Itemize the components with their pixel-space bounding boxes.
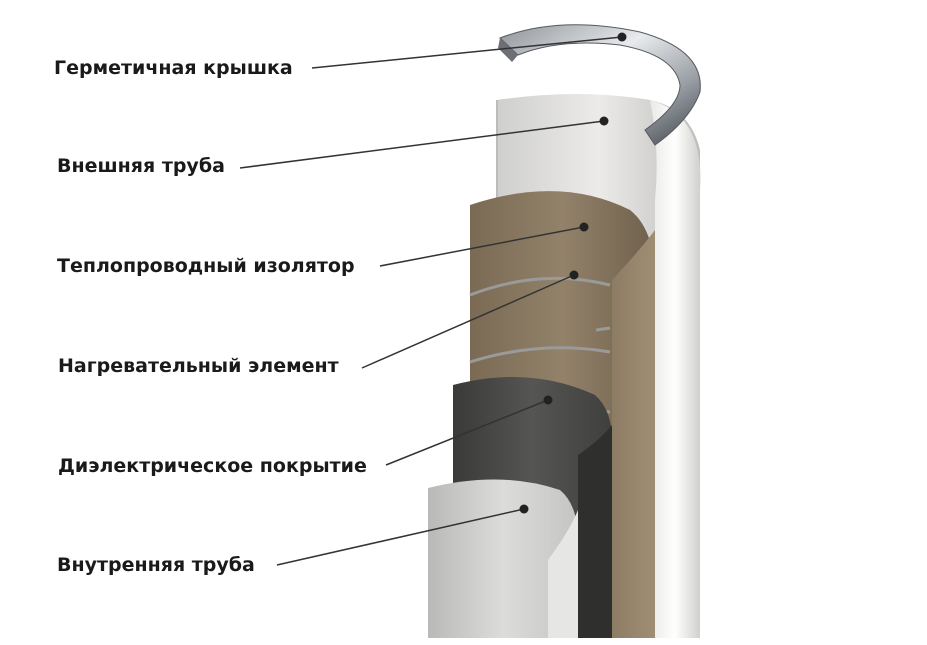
label-sealed-cap: Герметичная крышка xyxy=(54,57,293,79)
leader-dot-outer-tube xyxy=(599,116,609,126)
label-outer-tube: Внешняя труба xyxy=(57,155,225,177)
sealed-cap-shape xyxy=(498,24,701,146)
leader-line-cap xyxy=(311,36,623,69)
leader-dot-cap xyxy=(617,32,627,42)
leader-dot-insulator xyxy=(579,222,589,232)
label-heating-element: Нагревательный элемент xyxy=(58,355,339,377)
leader-dot-inner-tube xyxy=(519,504,529,514)
leader-dot-dielectric xyxy=(543,395,553,405)
leader-line-outer-tube xyxy=(239,120,605,169)
leader-line-dielectric xyxy=(385,399,549,466)
inner-tube-shape xyxy=(428,479,578,638)
label-dielectric: Диэлектрическое покрытие xyxy=(58,455,367,477)
label-inner-tube: Внутренняя труба xyxy=(57,554,255,576)
leader-line-inner-tube xyxy=(276,508,525,566)
leader-line-insulator xyxy=(379,226,585,267)
leader-dot-heating-element xyxy=(569,270,579,280)
leader-line-heating-element xyxy=(361,274,575,369)
label-insulator: Теплопроводный изолятор xyxy=(57,255,355,277)
